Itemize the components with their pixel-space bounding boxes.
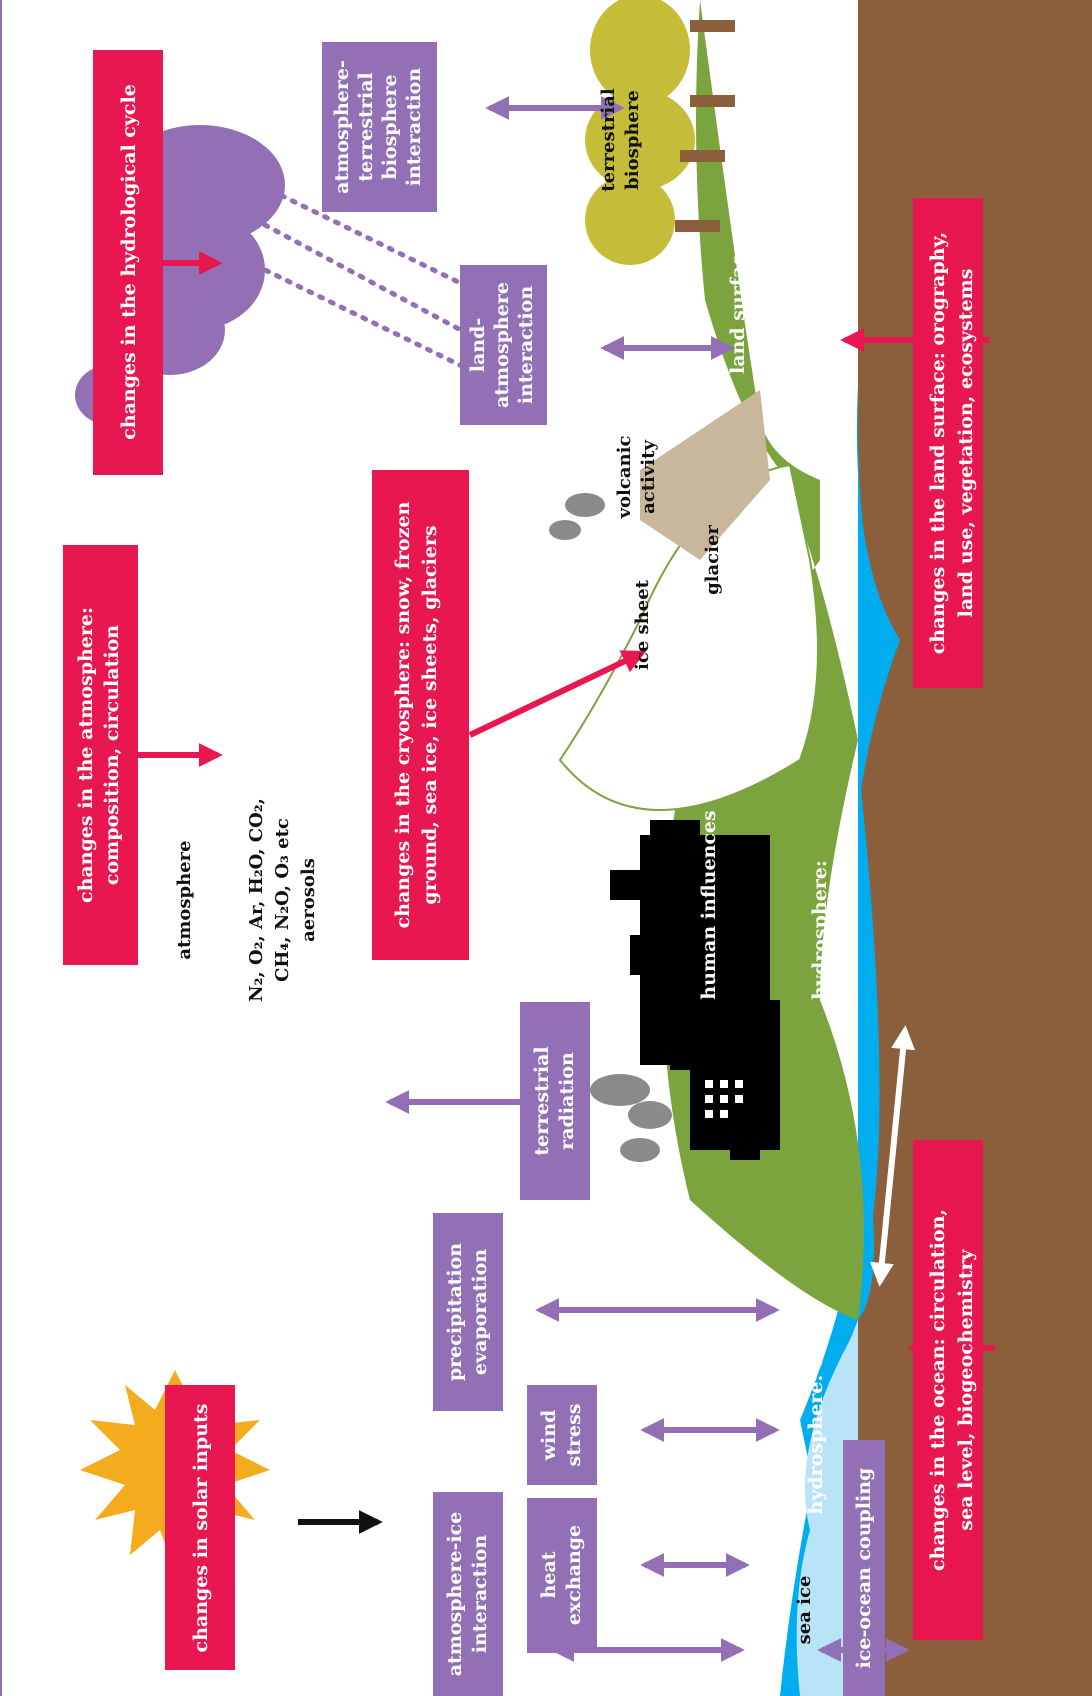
sea-ice-layer <box>796 1320 858 1696</box>
heat-label-2: exchange <box>563 1525 585 1625</box>
land-atm-label-2: atmosphere <box>491 282 513 408</box>
city-skyline <box>610 820 780 1160</box>
atm-bio-label: atmosphere- <box>331 60 353 194</box>
wind-label-2: stress <box>563 1404 585 1467</box>
rivers-label: hydrosphere: <box>809 860 831 1000</box>
cryo-change-box <box>372 470 469 960</box>
land-atm-box <box>460 265 547 425</box>
solar-change-box <box>165 1385 235 1670</box>
wind-box <box>527 1385 597 1485</box>
ice-ocean-label: ice-ocean coupling <box>853 1468 875 1669</box>
ice-ocean-box <box>843 1440 885 1696</box>
ocean-change-box <box>913 1140 983 1640</box>
atm-ice-label-2: interaction <box>469 1535 491 1653</box>
glacier-label: glacier <box>702 525 723 595</box>
solar-change-label: changes in solar inputs <box>190 1404 212 1653</box>
cryo-change-label-2: ground, sea ice, ice sheets, glaciers <box>419 525 441 904</box>
atm-bio-label-2: terrestrial <box>355 72 377 181</box>
rivers-label-2: rivers and lakes <box>835 845 857 1014</box>
biosphere-label-2: biosphere <box>622 90 643 190</box>
heat-label: heat <box>538 1551 560 1598</box>
river-ocean-arrow <box>869 1025 916 1287</box>
precip-label-2: evaporation <box>469 1249 491 1375</box>
atmosphere-change-box <box>63 545 138 965</box>
hydro-change-box <box>93 50 163 475</box>
volcano <box>640 390 770 560</box>
volcanic-label: volcanic <box>614 436 635 520</box>
atm-ice-box <box>433 1492 503 1696</box>
land-change-label: changes in the land surface: orography, <box>927 232 949 655</box>
precip-box <box>433 1213 503 1411</box>
gases-label: N₂, O₂, Ar, H₂O, CO₂, <box>246 798 267 1002</box>
ocean-change-label-2: sea level, biogeochemistry <box>955 1248 977 1530</box>
ocean-label: hydrosphere: ocean <box>805 1305 827 1514</box>
hydro-change-label: changes in the hydrological cycle <box>118 84 140 440</box>
radiation-box <box>520 1002 590 1200</box>
sea-ice-label: sea ice <box>794 1576 815 1645</box>
aerosols-label: aerosols <box>298 858 319 942</box>
cryo-change-arrow <box>468 650 647 738</box>
ice-sheet-label: ice sheet <box>632 579 653 670</box>
land-surface-label: land surface <box>727 242 749 374</box>
land-atm-label-3: interaction <box>515 286 537 404</box>
biosphere-label: terrestrial <box>598 88 619 192</box>
atmosphere-label: atmosphere <box>174 840 195 959</box>
radiation-label: terrestrial <box>531 1046 553 1155</box>
radiation-label-2: radiation <box>556 1052 578 1150</box>
wind-label: wind <box>538 1410 560 1462</box>
gases-label-2: CH₄, N₂O, O₃ etc <box>272 818 293 982</box>
precip-label: precipitation <box>444 1243 466 1381</box>
land-change-label-2: land use, vegetation, ecosystems <box>955 269 977 618</box>
atm-bio-label-4: interaction <box>403 68 425 186</box>
heat-box <box>527 1498 597 1653</box>
atm-bio-box <box>322 42 437 212</box>
volcanic-label-2: activity <box>638 440 659 514</box>
land-atm-label: land- <box>467 318 489 373</box>
factory-windows <box>705 1080 743 1118</box>
atmosphere-change-label: changes in the atmosphere: <box>75 607 97 903</box>
cryo-change-label: changes in the cryosphere: snow, frozen <box>392 501 414 928</box>
ocean-change-label: changes in the ocean: circulation, <box>927 1209 949 1571</box>
atm-bio-label-3: biosphere <box>379 74 401 179</box>
atmosphere-change-label-2: composition, circulation <box>101 625 123 885</box>
atm-ice-label: atmosphere-ice <box>444 1512 466 1677</box>
human-label: human influences <box>698 810 720 999</box>
smoke-plumes <box>549 493 672 1162</box>
ocean-body <box>780 385 900 1696</box>
land-change-box <box>913 198 983 688</box>
